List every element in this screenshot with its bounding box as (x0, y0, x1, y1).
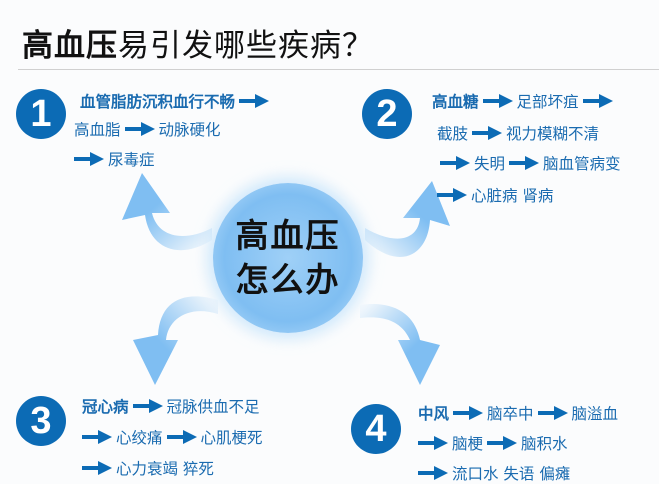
arrow-right-icon (472, 126, 503, 140)
condition-text: 尿毒症 (108, 151, 155, 169)
curved-arrow-up-right (365, 181, 450, 257)
condition-text: 截肢 (437, 125, 469, 143)
section-2-line-3: 失明 脑血管病变 (440, 152, 621, 174)
section-1-line-3: 尿毒症 (74, 148, 155, 170)
section-2-line-2: 截肢 视力模糊不清 (437, 122, 599, 144)
arrow-right-icon (82, 430, 112, 444)
arrow-right-icon (418, 466, 448, 480)
curved-arrow-up-left (122, 173, 212, 251)
curved-arrow-down-right (360, 304, 440, 385)
curved-arrow-down-left (133, 296, 218, 385)
page-title: 高血压易引发哪些疾病？ (22, 20, 374, 65)
number-badge-1: 1 (16, 89, 66, 139)
title-rest: 易引发哪些疾病？ (118, 28, 374, 64)
arrow-right-icon (509, 156, 540, 170)
condition-text: 流口水 失语 偏瘫 (452, 465, 571, 483)
condition-text: 视力模糊不清 (506, 125, 600, 143)
arrow-right-icon (132, 399, 163, 413)
condition-text: 高血脂 (74, 121, 121, 139)
condition-text: 脑血管病变 (543, 155, 621, 173)
arrow-right-icon (82, 461, 112, 475)
condition-text: 冠心病 (82, 398, 129, 416)
number-badge-4: 4 (351, 404, 401, 454)
condition-text: 血管脂肪沉积血行不畅 (80, 93, 236, 111)
arrow-right-icon (537, 406, 568, 420)
arrow-right-icon (487, 436, 518, 450)
condition-text: 中风 (418, 405, 450, 423)
arrow-right-icon (482, 94, 513, 108)
condition-text: 动脉硬化 (158, 121, 221, 139)
condition-text: 脑溢血 (571, 405, 619, 423)
section-1-line-1: 血管脂肪沉积血行不畅 (80, 90, 270, 112)
section-2-line-1: 高血糖 足部坏疽 (432, 90, 613, 112)
section-3-line-2: 心绞痛 心肌梗死 (82, 426, 263, 448)
condition-text: 脑梗 (452, 435, 484, 453)
condition-text: 失明 (474, 155, 506, 173)
condition-text: 心绞痛 (116, 429, 163, 447)
condition-text: 高血糖 (432, 93, 479, 111)
section-3-line-1: 冠心病 冠脉供血不足 (82, 395, 260, 417)
number-badge-3: 3 (16, 396, 66, 446)
arrow-right-icon (440, 156, 470, 170)
section-2-line-4: 心脏病 肾病 (437, 184, 553, 206)
arrow-right-icon (437, 188, 467, 202)
arrow-right-icon (582, 94, 613, 108)
condition-text: 脑卒中 (487, 405, 534, 423)
title-bold: 高血压 (22, 28, 118, 64)
center-circle: 高血压 怎么办 (213, 183, 363, 333)
section-3-line-3: 心力衰竭 猝死 (82, 457, 214, 479)
center-line1: 高血压 (235, 216, 341, 255)
number-badge-2: 2 (362, 89, 412, 139)
condition-text: 心肌梗死 (200, 429, 263, 447)
arrow-right-icon (166, 430, 197, 444)
section-4-line-2: 脑梗 脑积水 (418, 432, 568, 454)
arrow-right-icon (74, 152, 104, 166)
condition-text: 冠脉供血不足 (166, 398, 260, 416)
condition-text: 心力衰竭 猝死 (116, 460, 214, 478)
divider (18, 69, 659, 70)
condition-text: 心脏病 肾病 (471, 187, 554, 205)
arrow-right-icon (418, 436, 448, 450)
arrow-right-icon (124, 122, 155, 136)
arrow-right-icon (453, 406, 484, 420)
condition-text: 足部坏疽 (516, 93, 579, 111)
section-1-line-2: 高血脂 动脉硬化 (74, 118, 221, 140)
section-4-line-3: 流口水 失语 偏瘫 (418, 462, 570, 484)
center-line2: 怎么办 (235, 260, 341, 299)
condition-text: 脑积水 (521, 435, 568, 453)
arrow-right-icon (239, 94, 270, 108)
section-4-line-1: 中风 脑卒中 脑溢血 (418, 402, 618, 424)
